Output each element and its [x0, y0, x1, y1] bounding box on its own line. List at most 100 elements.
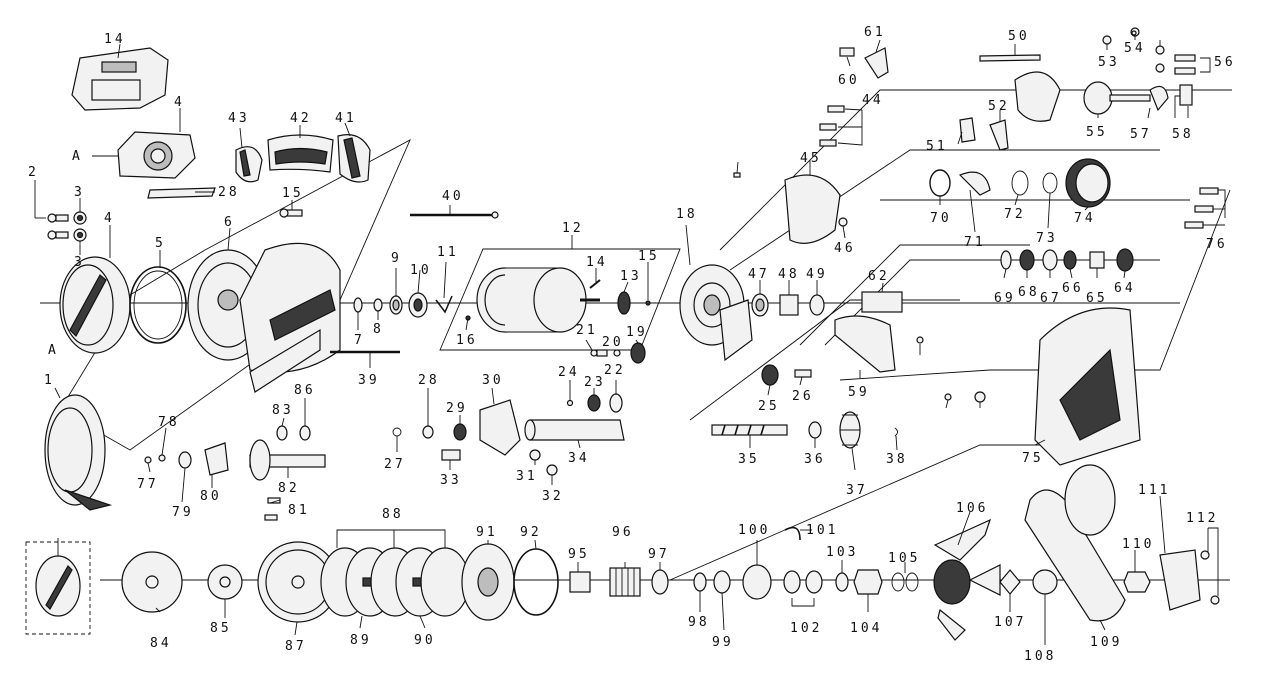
part-label-2: 2: [28, 165, 39, 180]
part-label-16: 28: [218, 185, 240, 200]
part-label-25: 24: [558, 365, 580, 380]
part-label-4: 4: [104, 211, 115, 226]
part-label-63: 61: [864, 25, 886, 40]
part-label-32: 31: [516, 469, 538, 484]
part-label-27: 26: [792, 389, 814, 404]
part-label-45: 44: [862, 93, 884, 108]
part-label-76: 75: [1022, 451, 1044, 466]
part-label-84: 83: [272, 403, 294, 418]
part-label-51: 50: [1008, 29, 1030, 44]
part-label-105: 104: [850, 621, 882, 636]
part-label-17: 14: [104, 32, 126, 47]
part-label-42: 41: [335, 111, 357, 126]
part-label-91: 90: [414, 633, 436, 648]
part-label-113: 112: [1186, 511, 1218, 526]
part-label-62: 60: [838, 73, 860, 88]
part-label-83: 82: [278, 481, 300, 496]
part-shapes: [35, 27, 1220, 641]
part-label-52: 51: [926, 139, 948, 154]
part-label-43: 42: [290, 111, 312, 126]
part-label-29: 28: [418, 373, 440, 388]
part-label-33: 32: [542, 489, 564, 504]
part-label-99: 98: [688, 615, 710, 630]
part-label-46: 45: [800, 151, 822, 166]
part-label-8: 8: [373, 322, 384, 337]
part-label-3: 3: [74, 185, 85, 200]
part-label-41: 40: [442, 189, 464, 204]
part-label-4: 4: [174, 95, 185, 110]
part-label-35: 34: [568, 451, 590, 466]
part-label-64: 62: [868, 269, 890, 284]
part-label-96: 95: [568, 547, 590, 562]
part-label-80: 79: [172, 505, 194, 520]
part-label-86: 85: [210, 621, 232, 636]
part-label-47: 46: [834, 241, 856, 256]
part-label-49: 48: [778, 267, 800, 282]
part-label-31: 30: [482, 373, 504, 388]
part-label-37: 36: [804, 452, 826, 467]
part-label-98: 97: [648, 547, 670, 562]
part-label-79: 78: [158, 415, 180, 430]
part-label-22: 21: [576, 323, 598, 338]
part-label-48: 47: [748, 267, 770, 282]
part-label-1: 1: [44, 373, 55, 388]
part-label-56: 55: [1086, 125, 1108, 140]
part-label-19: 18: [676, 207, 698, 222]
part-label-73: 72: [1004, 207, 1026, 222]
part-label-18: 15: [282, 186, 304, 201]
part-label-40: 39: [358, 373, 380, 388]
part-label-60: 59: [848, 385, 870, 400]
part-label-21: 20: [602, 335, 624, 350]
part-label-65: 64: [1114, 281, 1136, 296]
part-label-67: 66: [1062, 281, 1084, 296]
part-label-10: 10: [410, 263, 432, 278]
part-label-75: 74: [1074, 211, 1096, 226]
part-label-14: 14: [586, 255, 608, 270]
part-label-81: 80: [200, 489, 222, 504]
part-label-15: 16: [456, 333, 478, 348]
part-label-7: 7: [354, 333, 365, 348]
part-label-72: 71: [964, 235, 986, 250]
part-label-24: 23: [584, 375, 606, 390]
part-label-88: 87: [285, 639, 307, 654]
part-label-112: 111: [1138, 483, 1170, 498]
part-label-28: 27: [384, 457, 406, 472]
part-label-82: 81: [288, 503, 310, 518]
part-label-59: 58: [1172, 127, 1194, 142]
part-label-110: 109: [1090, 635, 1122, 650]
part-label-38: 37: [846, 483, 868, 498]
part-label-30: 29: [446, 401, 468, 416]
part-label-54: 53: [1098, 55, 1120, 70]
part-label-53: 52: [988, 99, 1010, 114]
part-label-106: 105: [888, 551, 920, 566]
part-label-71: 70: [930, 211, 952, 226]
part-label-5: 5: [155, 236, 166, 251]
part-label-36: 35: [738, 452, 760, 467]
part-label-108: 107: [994, 615, 1026, 630]
part-label-107: 106: [956, 501, 988, 516]
part-label-90: 89: [350, 633, 372, 648]
marker-a: A: [72, 149, 83, 164]
part-label-57: 56: [1214, 55, 1236, 70]
part-label-77: 76: [1206, 237, 1228, 252]
part-label-100: 99: [712, 635, 734, 650]
part-label-26: 25: [758, 399, 780, 414]
part-label-15: 15: [638, 249, 660, 264]
part-label-102: 101: [806, 523, 838, 538]
part-label-68: 67: [1040, 291, 1062, 306]
part-label-89: 88: [382, 507, 404, 522]
part-label-85: 84: [150, 636, 172, 651]
part-labels: 14 4 A 28 43 42 41 2 3 3 4 5 6 15 40 A 3…: [28, 25, 1236, 664]
part-label-111: 110: [1122, 537, 1154, 552]
part-label-103: 102: [790, 621, 822, 636]
part-label-50: 49: [806, 267, 828, 282]
part-label-101: 100: [738, 523, 770, 538]
part-label-3: 3: [74, 255, 85, 270]
part-17-shape: [71, 47, 169, 111]
marker-a: A: [48, 343, 59, 358]
part-label-12: 12: [562, 221, 584, 236]
part-label-39: 38: [886, 452, 908, 467]
part-4-top-shape: [92, 131, 196, 179]
part-label-70: 69: [994, 291, 1016, 306]
